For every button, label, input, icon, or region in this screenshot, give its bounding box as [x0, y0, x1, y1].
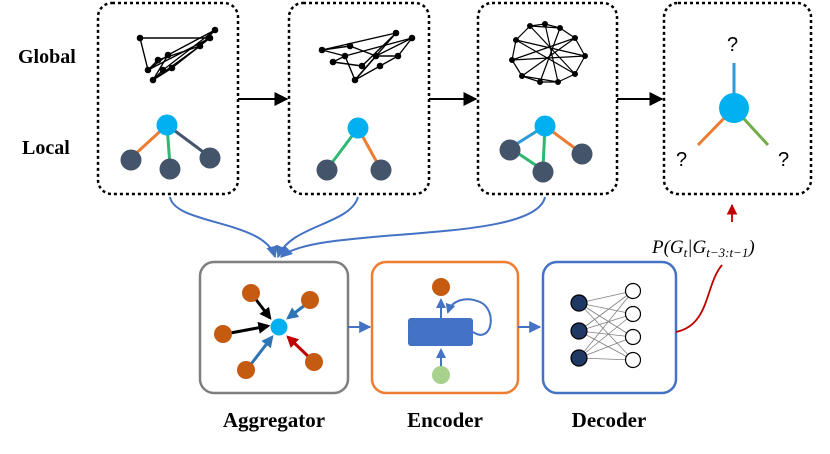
snapshot-frame-1 [96, 1, 240, 196]
unknown-edge-right: ? [778, 149, 789, 171]
flow-arrow-3 [280, 196, 546, 258]
flow-arrow-2 [276, 196, 359, 259]
aggregator-label: Aggregator [223, 408, 325, 432]
global-graph-1 [136, 26, 219, 84]
global-graph-2 [318, 29, 416, 84]
local-neighbor-node [532, 161, 554, 183]
prediction-frame [662, 1, 813, 196]
flow-arrow-1 [169, 196, 278, 259]
local-center-node [156, 114, 178, 136]
decoder-box [541, 260, 678, 395]
snapshot-frame-3 [476, 1, 619, 196]
local-neighbor-node [370, 159, 392, 181]
encoder-label: Encoder [407, 408, 483, 432]
local-center-node [347, 117, 369, 139]
encoder-rnn [408, 278, 492, 384]
local-neighbor-node [159, 158, 181, 180]
prediction-formula: P(Gt|Gt−3:t−1) [651, 237, 755, 260]
decoder-label: Decoder [572, 408, 647, 432]
unknown-edge-top: ? [727, 34, 738, 56]
local-neighbor-node [499, 139, 521, 161]
unknown-edge-left: ? [676, 149, 687, 171]
prediction-graph: ? ? ? [676, 34, 789, 171]
local-neighbor-node [199, 147, 221, 169]
aggregator-graph [214, 284, 323, 379]
local-neighbor-node [571, 143, 593, 165]
decoder-mlp [570, 282, 642, 369]
local-graph-1 [120, 114, 221, 180]
local-neighbor-node [120, 149, 142, 171]
local-graph-3 [499, 115, 593, 183]
local-row-label: Local [22, 137, 70, 159]
local-neighbor-node [316, 159, 338, 181]
prediction-center-node [719, 93, 749, 123]
local-graph-2 [316, 117, 392, 181]
local-center-node [534, 115, 556, 137]
global-row-label: Global [18, 46, 76, 68]
output-curve [675, 264, 723, 333]
global-graph-3 [509, 21, 588, 85]
snapshot-frame-2 [287, 1, 431, 196]
